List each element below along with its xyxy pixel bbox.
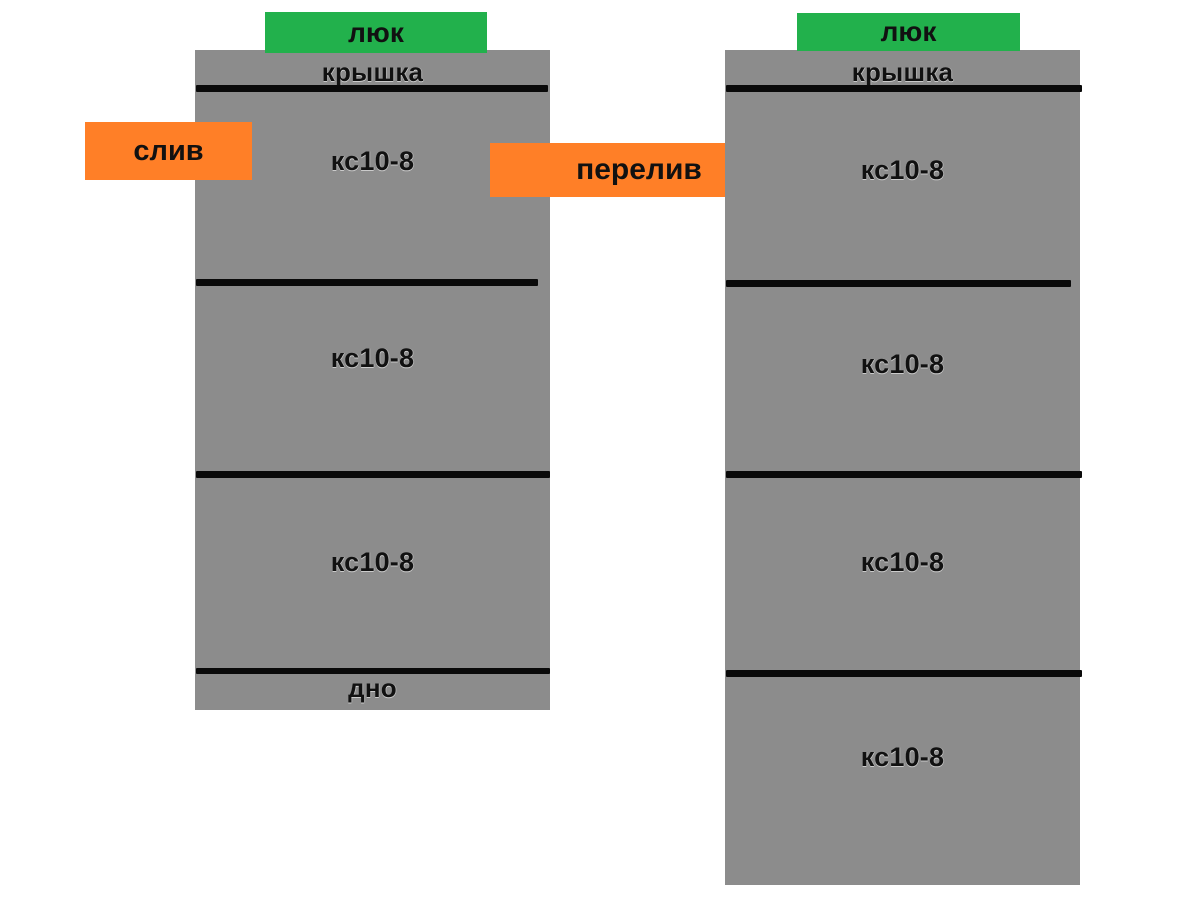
right-tank-divider-1 [726,280,1071,287]
left-tank-ring-label-3: кс10-8 [330,547,415,577]
left-tank-cap-label: крышка [321,57,424,87]
right-tank-divider-cap [726,85,1082,92]
left-tank-divider-bottom [196,668,550,674]
overflow-pipe-label: перелив [576,153,702,186]
right-tank-divider-2 [726,471,1082,478]
right-tank-ring-label-1: кс10-8 [860,155,945,185]
right-tank-hatch-plate: люк [797,13,1020,51]
right-tank-cap-label: крышка [851,57,954,87]
left-tank-bottom-label: дно [348,673,397,703]
drain-pipe-plate: слив [85,122,252,180]
left-tank-divider-cap [196,85,548,92]
right-tank-body [725,50,1080,885]
right-tank-divider-3 [726,670,1082,677]
left-tank-ring-label-1: кс10-8 [330,146,415,176]
right-tank-ring-label-2: кс10-8 [860,349,945,379]
left-tank-divider-1 [196,279,538,286]
left-tank-hatch-label: люк [348,16,404,48]
right-tank-ring-label-4: кс10-8 [860,742,945,772]
right-tank-ring-label-3: кс10-8 [860,547,945,577]
drain-pipe-label: слив [133,134,204,167]
right-tank-hatch-label: люк [880,16,937,47]
left-tank-ring-label-2: кс10-8 [330,343,415,373]
left-tank-divider-2 [196,471,550,478]
left-tank-hatch-plate: люк [265,12,487,53]
